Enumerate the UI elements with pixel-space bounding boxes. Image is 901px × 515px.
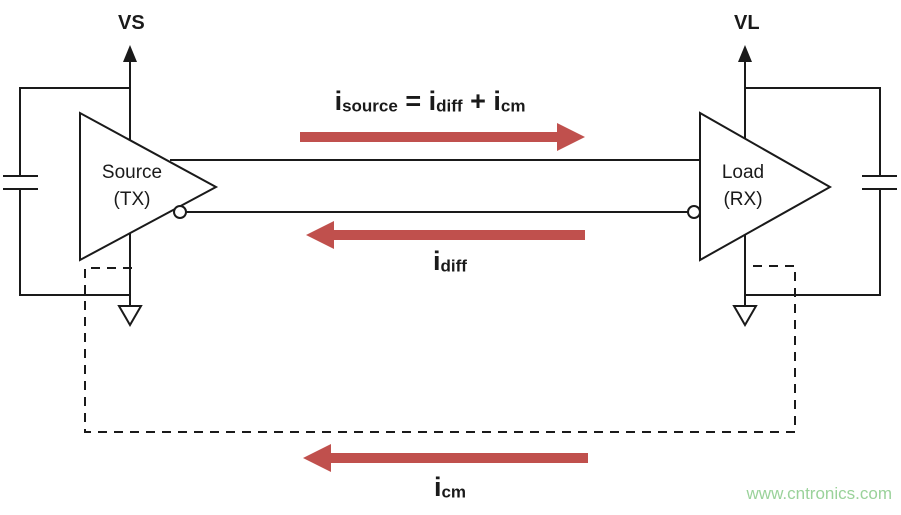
idiff-label: idiff	[410, 246, 490, 277]
left-capacitor-bottom-wire	[19, 189, 130, 296]
source-label: Source (TX)	[82, 160, 182, 213]
icm-label-subscript: cm	[441, 482, 467, 502]
source-node-circle	[173, 205, 187, 219]
source-label-line1: Source	[101, 162, 163, 183]
right-capacitor-top-wire	[745, 87, 881, 176]
idiff-label-base: i	[433, 246, 441, 276]
load-label-line1: Load	[721, 162, 765, 183]
icm-arrow	[303, 444, 588, 472]
load-label: Load (RX)	[700, 160, 786, 213]
idiff-label-subscript: diff	[440, 256, 467, 276]
source-triangle	[79, 111, 219, 262]
idiff-arrow-shaft	[334, 230, 585, 240]
equals-sign: =	[397, 86, 429, 116]
left-ground-symbol-icon	[117, 305, 143, 327]
icm-label: icm	[410, 472, 490, 503]
isource-equation-label: isource = idiff + icm	[290, 86, 570, 117]
isource-arrowhead-icon	[557, 123, 585, 151]
icm-subscript: cm	[500, 96, 526, 116]
source-label-line2: (TX)	[113, 188, 151, 210]
load-label-line2: (RX)	[723, 188, 763, 210]
icm-label-base: i	[433, 472, 442, 502]
icm-symbol: i	[493, 86, 501, 116]
load-triangle	[699, 111, 833, 262]
icm-arrow-shaft	[331, 453, 588, 463]
vs-arrowhead-icon	[123, 45, 137, 62]
right-ground-symbol-icon	[732, 305, 758, 327]
common-mode-return-path	[84, 265, 796, 433]
icm-arrowhead-icon	[303, 444, 331, 472]
isource-arrow-shaft	[300, 132, 558, 142]
idiff-arrow	[306, 221, 585, 249]
isource-arrow	[300, 123, 585, 151]
vs-label: VS	[118, 12, 145, 34]
right-capacitor-bottom-wire	[745, 189, 881, 296]
load-node-circle	[687, 205, 701, 219]
idiff-subscript: diff	[436, 96, 463, 116]
isource-subscript: source	[342, 96, 398, 116]
vl-label: VL	[734, 12, 760, 34]
idiff-arrowhead-icon	[306, 221, 334, 249]
watermark-text: www.cntronics.com	[746, 484, 892, 503]
vl-arrowhead-icon	[738, 45, 752, 62]
isource-symbol: i	[334, 86, 343, 116]
left-capacitor-top-wire	[19, 87, 130, 176]
plus-sign: +	[462, 86, 494, 116]
idiff-symbol: i	[428, 86, 437, 116]
